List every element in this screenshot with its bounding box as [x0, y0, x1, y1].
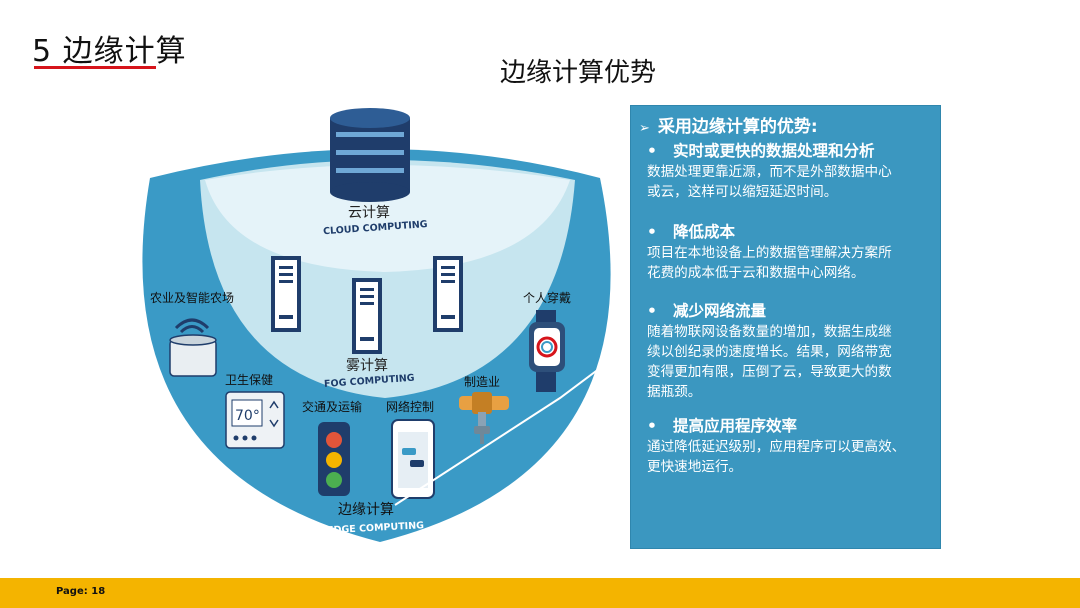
edge-label: 边缘计算 [338, 502, 394, 518]
fog-label: 雾计算 [346, 358, 388, 374]
page-number: Page: 18 [56, 586, 106, 597]
cloud-layer [205, 165, 570, 272]
benefit-line: 变得更加有限，压倒了云，导致更大的数 [647, 364, 892, 380]
traffic-light-icon [318, 422, 350, 496]
benefit-line: 随着物联网设备数量的增加，数据生成继 [647, 324, 892, 340]
bullet-icon: • [647, 302, 657, 320]
database-icon [330, 108, 410, 202]
thermostat-readout: 70° [235, 408, 260, 424]
cloud-label: 云计算 [348, 205, 390, 221]
wearable-label: 个人穿戴 [523, 290, 571, 305]
bullet-icon: • [647, 223, 657, 241]
section-title: 5 边缘计算 [32, 34, 187, 69]
benefit-item: • 提高应用程序效率 通过降低延迟级别，应用程序可以更高效、 更快速地运行。 [647, 414, 937, 477]
benefit-item: • 降低成本 项目在本地设备上的数据管理解决方案所 花费的成本低于云和数据中心网络… [647, 220, 937, 283]
benefit-line: 据瓶颈。 [647, 384, 702, 400]
benefit-title: 降低成本 [673, 223, 736, 241]
benefit-line: 通过降低延迟级别，应用程序可以更高效、 [647, 439, 906, 455]
benefit-line: 续以创纪录的速度增长。结果，网络带宽 [647, 344, 892, 360]
bullet-icon: • [647, 417, 657, 435]
benefit-title: 实时或更快的数据处理和分析 [673, 142, 875, 160]
server-icon [271, 256, 301, 332]
panel-heading: 采用边缘计算的优势: [657, 117, 818, 137]
benefit-line: 数据处理更靠近源，而不是外部数据中心 [647, 164, 892, 180]
benefit-item: • 实时或更快的数据处理和分析 数据处理更靠近源，而不是外部数据中心 或云，这样可… [647, 139, 937, 202]
main-title: 边缘计算优势 [500, 58, 657, 88]
server-icon [352, 278, 382, 354]
valve-icon [459, 392, 509, 444]
smartwatch-icon [529, 310, 565, 392]
callout-connector [394, 344, 632, 506]
thermostat-icon: 70° [225, 391, 285, 449]
arrow-right-icon: ➢ [639, 121, 650, 136]
benefit-line: 或云，这样可以缩短延迟时间。 [647, 184, 838, 200]
traffic-label: 交通及运输 [302, 399, 362, 414]
health-label: 卫生保健 [225, 373, 273, 387]
bullet-icon: • [647, 142, 657, 160]
advantages-panel: ➢ 采用边缘计算的优势: • 实时或更快的数据处理和分析 数据处理更靠近源，而不是外… [631, 106, 940, 548]
edge-sublabel: EDGE COMPUTING [327, 520, 425, 536]
smart-speaker-icon [169, 318, 217, 377]
title-underline [34, 66, 156, 69]
manufacturing-label: 制造业 [464, 375, 500, 389]
benefit-line: 更快速地运行。 [647, 459, 743, 475]
benefit-item: • 减少网络流量 随着物联网设备数量的增加，数据生成继 续以创纪录的速度增长。结果… [647, 299, 937, 402]
server-icon [433, 256, 463, 332]
benefit-line: 花费的成本低于云和数据中心网络。 [647, 265, 865, 281]
benefit-title: 减少网络流量 [673, 302, 767, 320]
benefit-title: 提高应用程序效率 [673, 417, 798, 435]
network-label: 网络控制 [386, 399, 434, 414]
benefit-line: 项目在本地设备上的数据管理解决方案所 [647, 245, 892, 261]
farm-label: 农业及智能农场 [150, 290, 234, 305]
phone-icon [391, 419, 435, 499]
footer-bar: Page: 18 [0, 578, 1080, 608]
